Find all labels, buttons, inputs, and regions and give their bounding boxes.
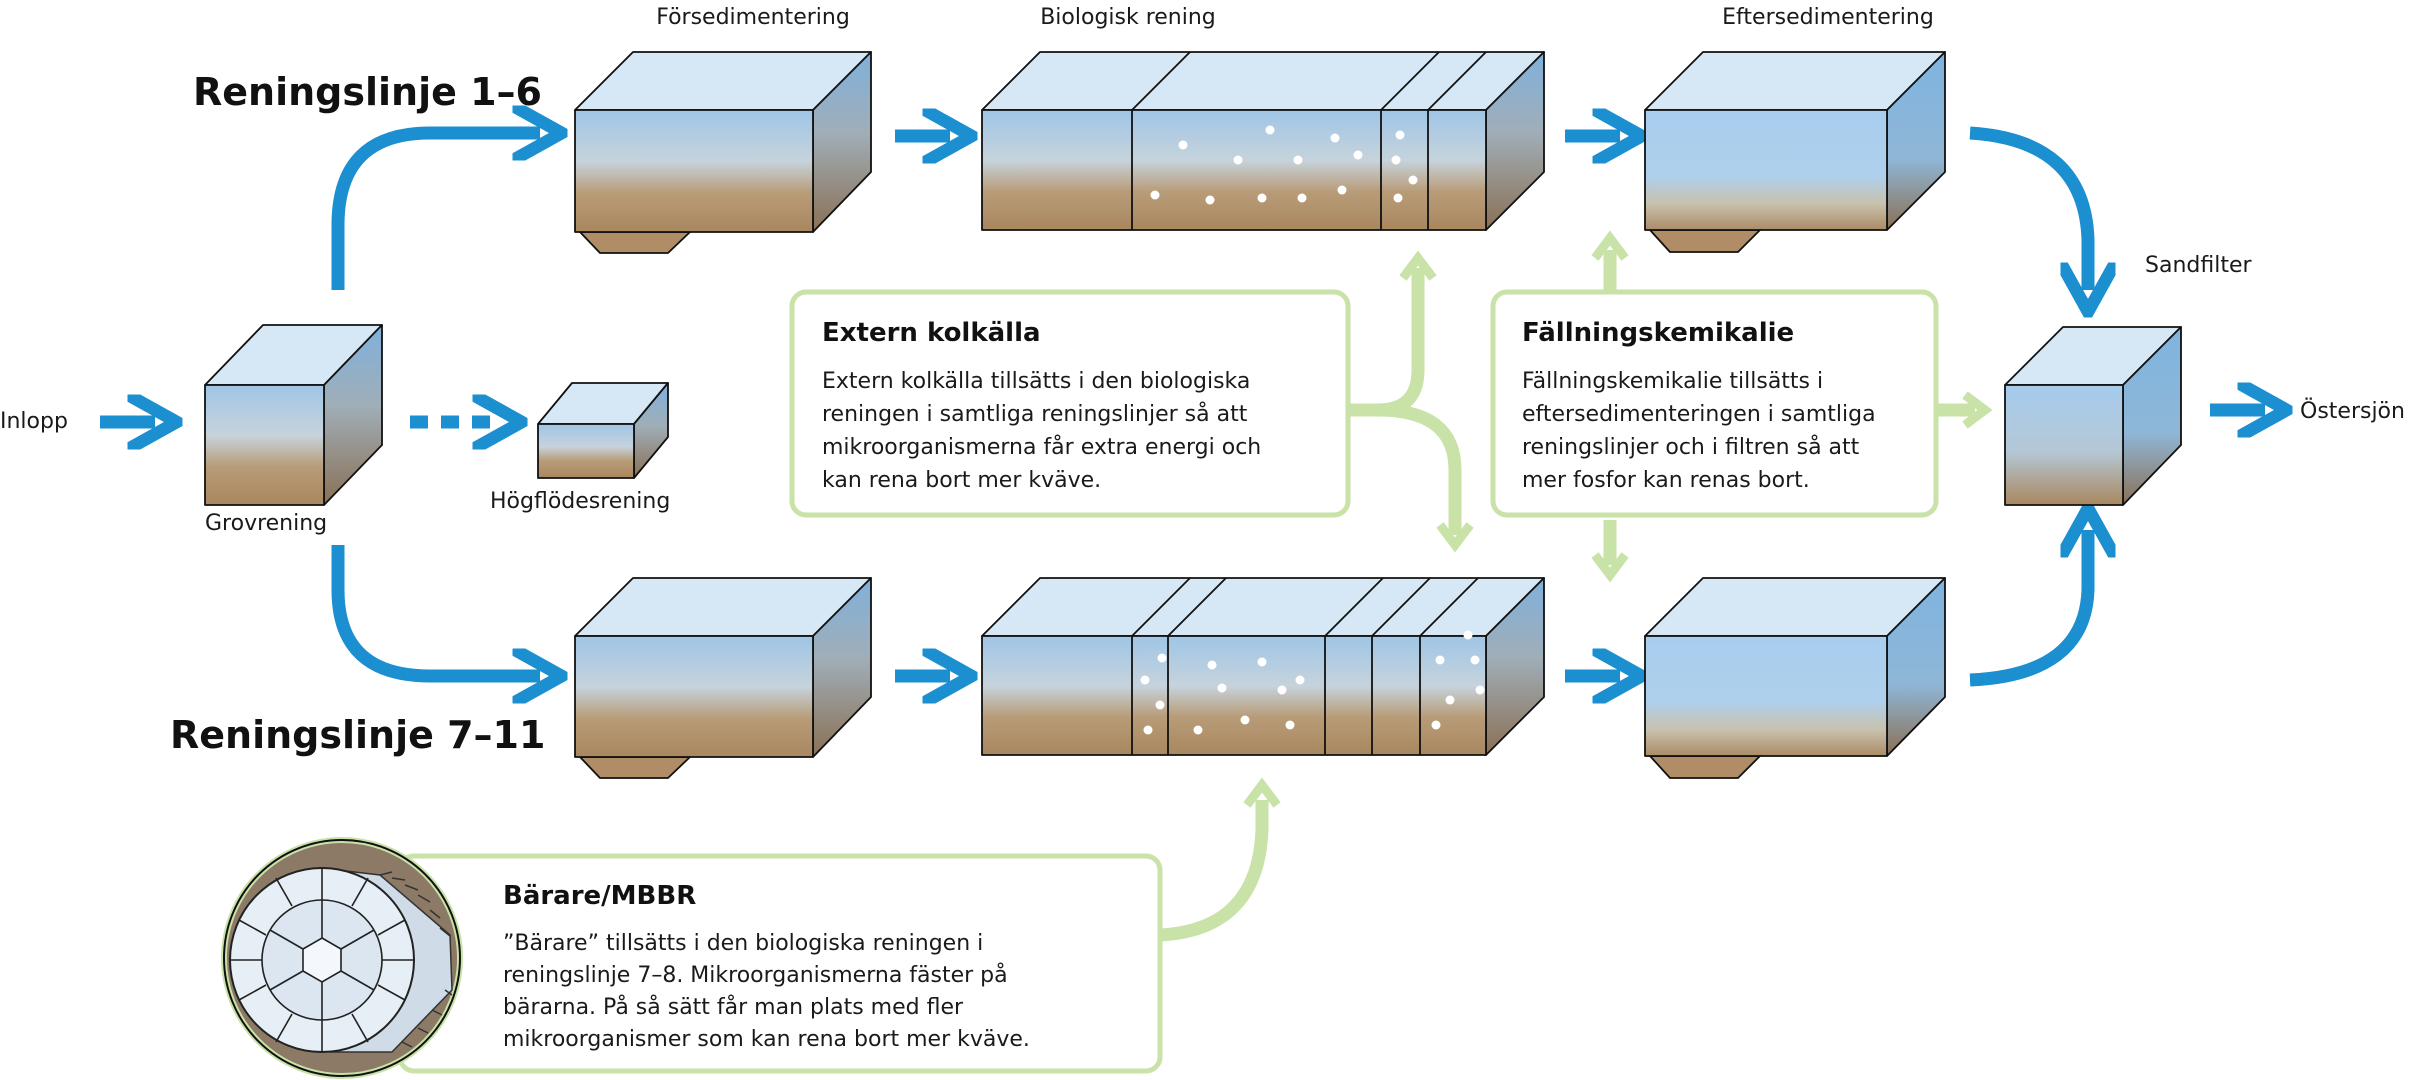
info-line-falln-4: mer fosfor kan renas bort. bbox=[1522, 468, 1810, 493]
info-line-barare-3: bärarna. På så sätt får man plats med fl… bbox=[503, 994, 964, 1020]
flow-arrow-to-line1 bbox=[331, 133, 540, 290]
bubbles-l2-biologisk bbox=[1140, 630, 1485, 735]
info-title-barare: Bärare/MBBR bbox=[503, 881, 696, 911]
additive-arrowhead-extern-up bbox=[1399, 250, 1437, 281]
tank-l2-biologisk bbox=[981, 577, 1545, 756]
additive-arrowhead-extern-down bbox=[1436, 522, 1474, 553]
info-line-barare-1: ”Bärare” tillsätts i den biologiska reni… bbox=[503, 931, 983, 956]
line-title-7-11: Reningslinje 7–11 bbox=[170, 713, 545, 757]
info-line-extern-1: Extern kolkälla tillsätts i den biologis… bbox=[822, 369, 1250, 394]
flow-arrow-eft2-sandfilter bbox=[1969, 530, 2088, 687]
label-grovrening: Grovrening bbox=[205, 511, 327, 536]
info-line-extern-3: mikroorganismerna får extra energi och bbox=[822, 434, 1261, 460]
additive-arrow-barare-up bbox=[1159, 800, 1269, 942]
flow-arrow-eft1-sandfilter bbox=[1969, 126, 2088, 290]
info-line-falln-1: Fällningskemikalie tillsätts i bbox=[1522, 369, 1823, 394]
info-box-extern-kolkalla: Extern kolkälla Extern kolkälla tillsätt… bbox=[789, 289, 1351, 518]
label-inlopp: Inlopp bbox=[0, 409, 68, 434]
additive-arrow-extern-up bbox=[1350, 268, 1425, 417]
info-line-falln-2: eftersedimenteringen i samtliga bbox=[1522, 402, 1876, 427]
info-line-falln-3: reningslinjer och i filtren så att bbox=[1522, 434, 1860, 460]
info-title-extern: Extern kolkälla bbox=[822, 318, 1041, 348]
tank-l1-biologisk bbox=[981, 51, 1545, 231]
additive-arrowhead-falln-down bbox=[1591, 552, 1629, 583]
tank-sandfilter bbox=[2004, 326, 2182, 506]
info-box-barare: Bärare/MBBR ”Bärare” tillsätts i den bio… bbox=[397, 853, 1163, 1074]
tank-hogflodesrening bbox=[537, 382, 669, 479]
flow-arrow-to-line2 bbox=[331, 545, 540, 676]
label-biologisk-rening: Biologisk rening bbox=[1040, 5, 1216, 30]
additive-arrowhead-falln-up bbox=[1591, 230, 1629, 261]
tank-l2-forsedimentering bbox=[574, 577, 872, 779]
info-title-falln: Fällningskemikalie bbox=[1522, 318, 1794, 348]
label-eftersedimentering: Eftersedimentering bbox=[1722, 5, 1934, 30]
label-sandfilter: Sandfilter bbox=[2145, 253, 2252, 278]
additive-arrow-extern-down bbox=[1377, 403, 1462, 535]
label-forsedimentering: Försedimentering bbox=[656, 5, 850, 30]
info-box-fallningskemikalie: Fällningskemikalie Fällningskemikalie ti… bbox=[1490, 289, 1939, 518]
label-ostersjon: Östersjön bbox=[2300, 398, 2405, 424]
additive-arrowhead-falln-right bbox=[1962, 391, 1993, 429]
info-line-extern-2: reningen i samtliga reningslinjer så att bbox=[822, 401, 1248, 427]
line-title-1-6: Reningslinje 1–6 bbox=[193, 70, 542, 114]
carrier-illustration bbox=[221, 837, 463, 1079]
tank-l1-forsedimentering bbox=[574, 51, 872, 254]
info-line-barare-2: reningslinje 7–8. Mikroorganismerna fäst… bbox=[503, 962, 1008, 988]
info-line-extern-4: kan rena bort mer kväve. bbox=[822, 468, 1101, 493]
tank-l2-eftersedimentering bbox=[1644, 577, 1946, 779]
tank-l1-eftersedimentering bbox=[1644, 51, 1946, 253]
tank-grovrening bbox=[204, 324, 383, 506]
label-hogflodesrening: Högflödesrening bbox=[490, 489, 670, 514]
info-line-barare-4: mikroorganismer som kan rena bort mer kv… bbox=[503, 1027, 1030, 1052]
additive-arrowhead-barare-up bbox=[1243, 777, 1281, 808]
bubbles-l1-biologisk bbox=[1150, 125, 1418, 205]
